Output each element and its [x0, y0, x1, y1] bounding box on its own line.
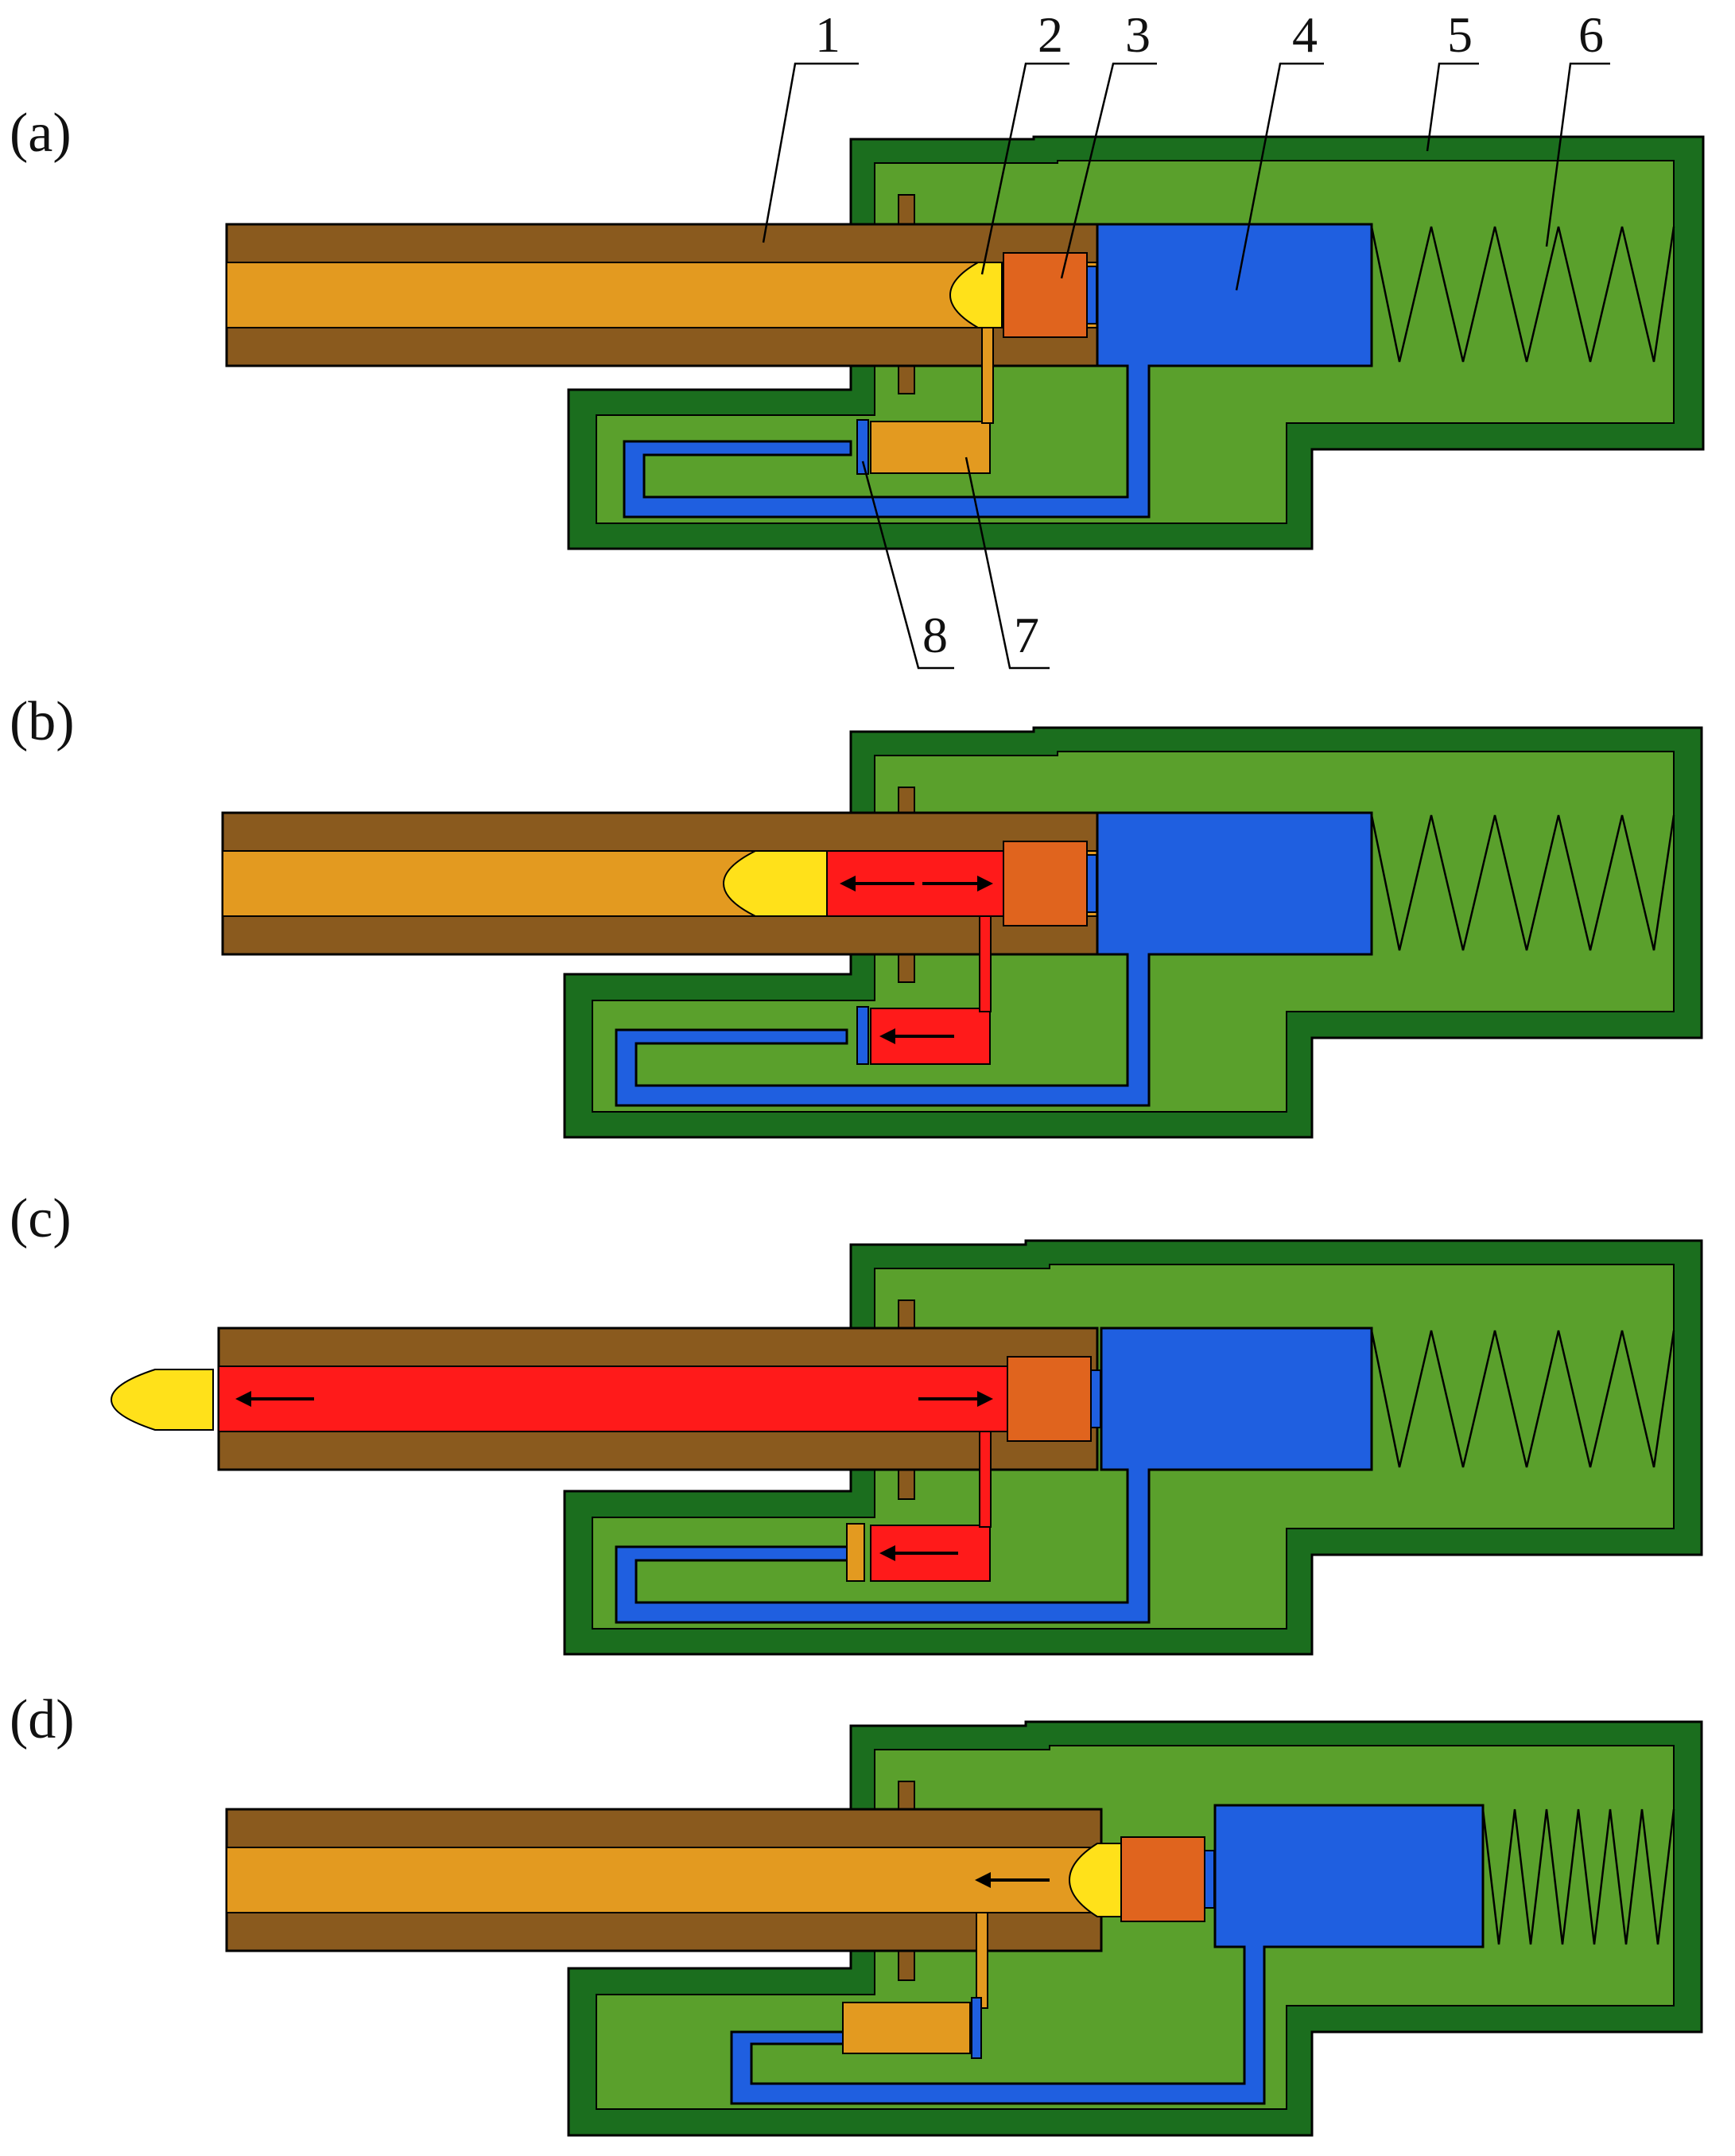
panel-label-d: (d) — [10, 1689, 75, 1750]
valve-seal — [856, 1006, 869, 1065]
callout-6: 6 — [1578, 6, 1604, 63]
spring-icon — [1370, 226, 1675, 363]
bullet — [1068, 1843, 1122, 1917]
flange-stub-top — [898, 194, 915, 227]
panel-label-b: (b) — [10, 691, 75, 752]
pressure-bore — [218, 1365, 1011, 1432]
bullet — [949, 262, 1003, 328]
bore — [226, 1847, 1102, 1913]
panel-label-a: (a) — [10, 103, 72, 164]
valve-seal — [856, 419, 869, 475]
seal — [1120, 1836, 1205, 1922]
piston — [615, 811, 1373, 1107]
seal-groove — [1090, 1369, 1101, 1428]
panel-d: (d) — [10, 1689, 1703, 2137]
spring-icon — [1370, 1330, 1675, 1468]
seal — [1003, 841, 1088, 926]
flange-stub-bottom — [898, 1466, 915, 1500]
callout-3: 3 — [1125, 6, 1151, 63]
seal — [1003, 252, 1088, 338]
seal-groove — [1204, 1850, 1215, 1909]
side-passage — [979, 915, 992, 1012]
callout-5: 5 — [1447, 6, 1473, 63]
valve-seal — [846, 1523, 865, 1582]
callout-2: 2 — [1038, 6, 1063, 63]
side-chamber — [870, 421, 991, 474]
side-passage — [981, 327, 994, 424]
callout-4: 4 — [1292, 6, 1318, 63]
spring-icon — [1481, 1808, 1675, 1945]
callout-7: 7 — [1014, 607, 1039, 663]
seal — [1007, 1356, 1092, 1442]
bullet — [722, 850, 828, 917]
panel-b: (b) — [10, 691, 1703, 1139]
bullet — [110, 1369, 214, 1431]
seal-groove — [1086, 854, 1097, 913]
seal-groove — [1086, 266, 1097, 324]
callout-1: 1 — [815, 6, 840, 63]
panel-label-c: (c) — [10, 1188, 72, 1249]
side-passage — [976, 1912, 988, 2009]
spring-icon — [1370, 814, 1675, 951]
side-passage — [979, 1431, 992, 1528]
callout-8: 8 — [922, 607, 948, 663]
piston — [623, 223, 1373, 519]
side-chamber — [842, 2002, 971, 2054]
flange-stub-bottom — [898, 1948, 915, 1981]
panel-c: (c) — [10, 1188, 1703, 1656]
panel-a: (a) 1 2 3 4 5 6 8 — [10, 6, 1705, 670]
valve-seal — [971, 1997, 982, 2059]
